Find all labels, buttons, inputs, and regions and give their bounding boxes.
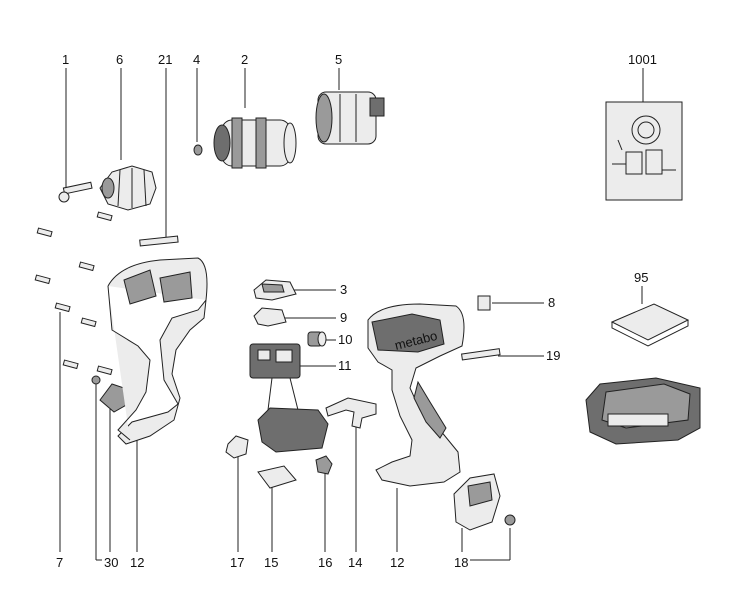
part-14-bracket (325, 397, 377, 429)
callout-10: 10 (338, 332, 352, 347)
callout-1001: 1001 (628, 52, 657, 67)
callout-6: 6 (116, 52, 123, 67)
battery-pack (585, 377, 701, 445)
part-95-cover (610, 303, 690, 341)
callout-11: 11 (338, 358, 352, 373)
part-15-label (257, 465, 297, 489)
callout-12-right: 12 (390, 555, 404, 570)
callout-16: 16 (318, 555, 332, 570)
part-16-contact (315, 455, 333, 475)
callout-2: 2 (241, 52, 248, 67)
part-10-roller (307, 331, 327, 347)
callout-labels: 1 6 21 4 2 5 1001 3 9 10 11 8 19 95 7 30… (56, 52, 657, 570)
part-11-switch-module (249, 343, 329, 453)
part-5-motor (315, 91, 385, 145)
callout-12-left: 12 (130, 555, 144, 570)
callout-3: 3 (340, 282, 347, 297)
part-17 (225, 435, 249, 459)
callout-21: 21 (158, 52, 172, 67)
part-21-strip (139, 235, 179, 247)
leader-lines (59, 68, 644, 561)
callout-7: 7 (56, 555, 63, 570)
part-19-strip (461, 348, 501, 361)
callout-4: 4 (193, 52, 200, 67)
part-12-housing-right (367, 303, 465, 487)
part-2-gearbox (213, 117, 297, 169)
part-6-chuck (99, 165, 157, 211)
housing-screws-left (34, 211, 113, 385)
callout-95: 95 (634, 270, 648, 285)
callout-14: 14 (348, 555, 362, 570)
callout-19: 19 (546, 348, 560, 363)
part-8-label (477, 295, 491, 311)
part-18-side-cover (453, 473, 516, 531)
part-1-screw (58, 181, 93, 203)
callout-30: 30 (104, 555, 118, 570)
part-1001-schematic (605, 101, 683, 201)
part-9-lever (253, 307, 287, 327)
callout-1: 1 (62, 52, 69, 67)
callout-9: 9 (340, 310, 347, 325)
part-12-housing-left (107, 257, 208, 445)
callout-8: 8 (548, 295, 555, 310)
callout-17: 17 (230, 555, 244, 570)
callout-15: 15 (264, 555, 278, 570)
part-4-screw (193, 144, 203, 156)
callout-18: 18 (454, 555, 468, 570)
part-3-switch-slider (253, 279, 297, 301)
callout-5: 5 (335, 52, 342, 67)
